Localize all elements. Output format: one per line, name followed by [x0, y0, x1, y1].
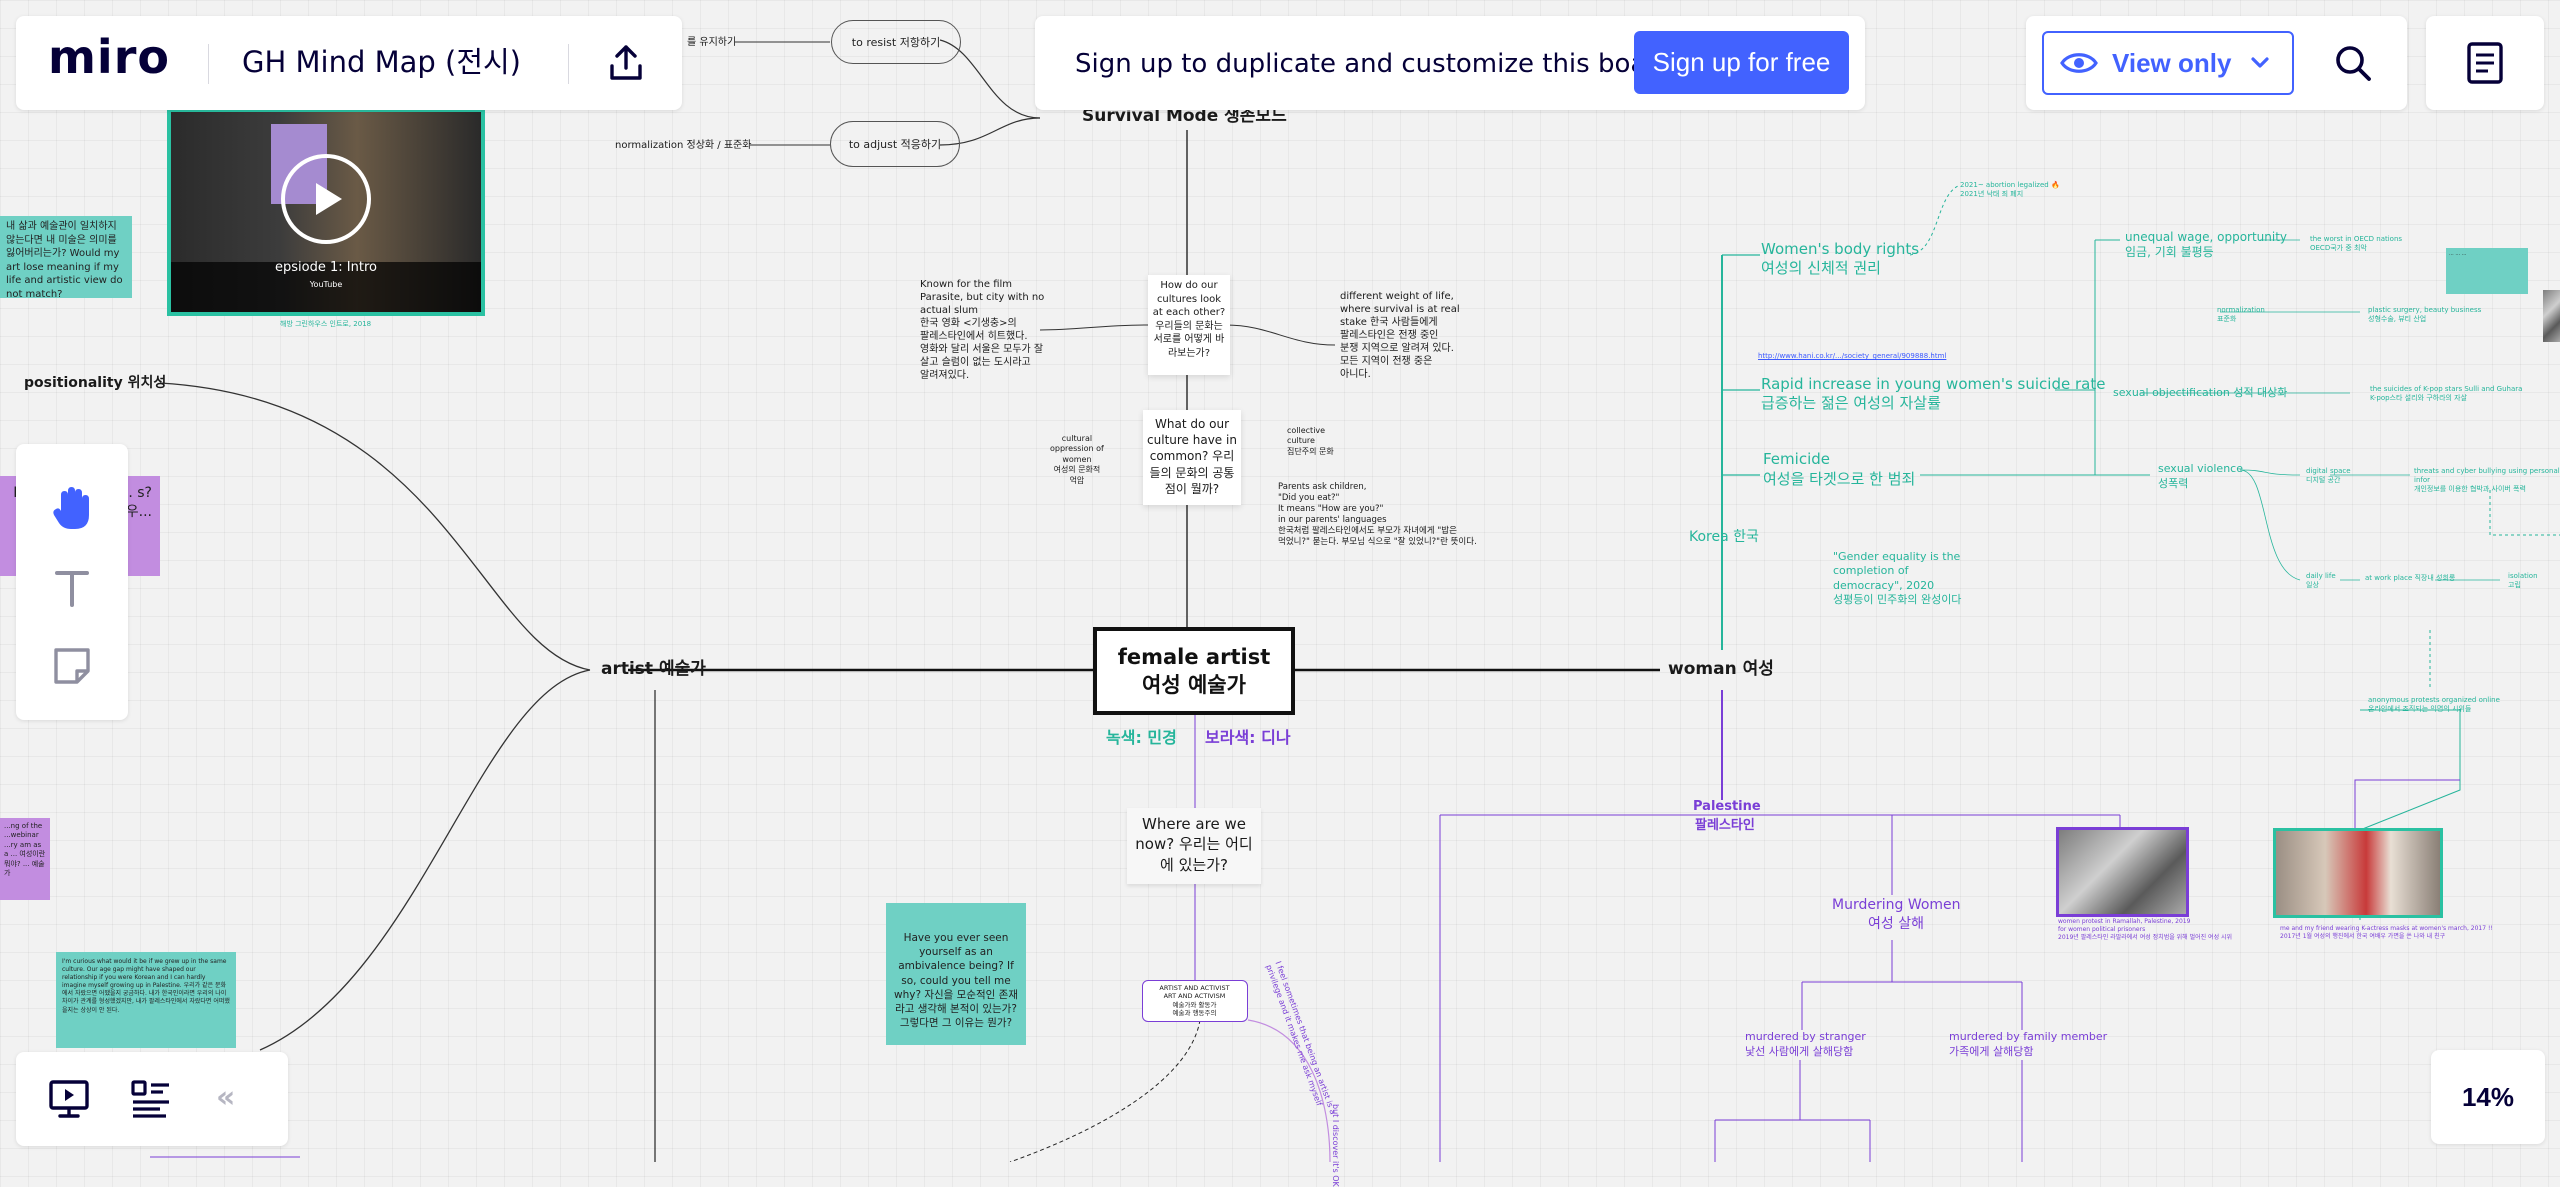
femicide-en: Femicide — [1763, 450, 1830, 468]
woman-node: woman 여성 — [1668, 659, 1774, 679]
board-outline-icon[interactable] — [124, 1072, 178, 1126]
video-title: epsiode 1: Intro — [275, 260, 377, 275]
positionality-node: positionality 위치성 — [24, 375, 167, 391]
notes-icon[interactable] — [2458, 36, 2512, 90]
zoom-panel: 14% — [2431, 1050, 2545, 1144]
left-toolbar — [16, 444, 128, 720]
kpop-text: the suicides of K-pop stars Sulli and Gu… — [2370, 385, 2523, 403]
sticky-note: ...ng of the ...webinar ...ry am as a ..… — [0, 818, 50, 900]
normalization-small: normalization 표준화 — [2217, 306, 2265, 324]
ramallah-caption: women protest in Ramallah, Palestine, 20… — [2058, 918, 2233, 941]
signup-button[interactable]: Sign up for free — [1634, 31, 1849, 94]
resist-pill: to resist 저항하기 — [831, 20, 961, 64]
femicide-ko: 여성을 타겟으로 한 범죄 — [1763, 470, 1916, 488]
play-icon[interactable] — [281, 154, 371, 244]
murdered-family-ko: 가족에게 살해당함 — [1949, 1045, 2034, 1058]
sticky-note: I'm curious what would it be if we grew … — [56, 952, 236, 1048]
murdering-women-ko: 여성 살해 — [1868, 916, 1924, 932]
sticky-note: 내 삶과 예술관이 일치하지 않는다면 내 미술은 의미를 잃어버리는가? Wo… — [0, 216, 132, 300]
korea-node: Korea 한국 — [1689, 529, 1759, 545]
sexual-objectification: sexual objectification 성적 대상화 — [2113, 386, 2288, 399]
anonymous-protests-text: anonymous protests organized online 온라인에… — [2368, 696, 2500, 714]
video-source: YouTube — [309, 280, 343, 289]
zoom-level[interactable]: 14% — [2461, 1081, 2515, 1112]
export-icon[interactable] — [601, 38, 651, 88]
murdered-stranger-ko: 낯선 사람에게 살해당함 — [1745, 1045, 1854, 1058]
rotated-text-b: but I discover it's OK — [1331, 1104, 1340, 1187]
sticky-note-icon[interactable] — [42, 636, 102, 696]
murdering-women-en: Murdering Women — [1832, 897, 1961, 913]
eye-icon — [2060, 53, 2098, 73]
central-node-en: female artist — [1117, 644, 1271, 669]
central-node: female artist 여성 예술가 — [1093, 627, 1295, 715]
miro-logo[interactable]: miro — [48, 30, 170, 84]
suicide-en: Rapid increase in young women's suicide … — [1761, 375, 2106, 393]
threats-text: threats and cyber bullying using persona… — [2414, 467, 2560, 494]
protest-photo — [2056, 827, 2189, 917]
murdered-family-en: murdered by family member — [1949, 1030, 2108, 1043]
legend-green: 녹색: 민경 — [1106, 728, 1177, 747]
parents-text: Parents ask children, "Did you eat?" It … — [1278, 482, 1477, 548]
parasite-text: Known for the film Parasite, but city wi… — [920, 279, 1045, 381]
central-node-ko: 여성 예술가 — [1142, 673, 1246, 697]
bottom-left-controls: « — [16, 1052, 288, 1146]
unequal-wage-en: unequal wage, opportunity — [2125, 230, 2288, 244]
board-notes-panel — [2426, 16, 2544, 110]
weight-of-life-text: different weight of life, where survival… — [1340, 291, 1460, 380]
gender-equality-quote: "Gender equality is the completion of de… — [1833, 550, 1962, 606]
sexual-violence-en: sexual violence — [2158, 462, 2243, 475]
signup-message: Sign up to duplicate and customize this … — [1075, 49, 1682, 79]
abortion-text: 2021~ abortion legalized 🔥 2021년 낙태 죄 폐지 — [1960, 181, 2060, 199]
suicide-ko: 급증하는 젊은 여성의 자살률 — [1761, 394, 1941, 412]
board-header: miro GH Mind Map (전시) — [16, 16, 682, 110]
signup-banner: Sign up to duplicate and customize this … — [1035, 16, 1865, 110]
sticky-note: ... ... ... — [2446, 248, 2528, 294]
text-icon[interactable] — [42, 558, 102, 618]
cultural-oppression-text: cultural oppression of women 여성의 문화적 억압 — [1050, 434, 1104, 485]
oecd-text: the worst in OECD nations OECD국가 중 최악 — [2310, 235, 2403, 253]
murdered-stranger-en: murdered by stranger — [1745, 1030, 1866, 1043]
cultures-look-card: How do our cultures look at each other? … — [1148, 275, 1230, 375]
adjust-pill: to adjust 적응하기 — [830, 121, 960, 167]
where-now-card: Where are we now? 우리는 어디에 있는가? — [1127, 808, 1261, 884]
unequal-wage-ko: 임금, 기회 불평등 — [2125, 245, 2214, 259]
legend-purple: 보라색: 디나 — [1205, 728, 1291, 747]
sexual-violence-ko: 성폭력 — [2158, 477, 2189, 490]
collective-culture-text: collective culture 집단주의 문화 — [1287, 426, 1334, 456]
normalization-label: normalization 정상화 / 표준화 — [615, 140, 752, 151]
photo-thumbnail — [2543, 290, 2560, 342]
survival-mode-node: Survival Mode 생존모드 — [1082, 106, 1287, 126]
body-rights-ko: 여성의 신체적 권리 — [1761, 259, 1881, 277]
collapse-toggle[interactable]: « — [216, 1080, 236, 1115]
board-title[interactable]: GH Mind Map (전시) — [242, 45, 521, 79]
view-only-dropdown[interactable]: View only — [2042, 31, 2294, 95]
view-only-label: View only — [2112, 47, 2232, 78]
rotated-text-a: I feel sometimes that being an artist is… — [1263, 960, 1338, 1116]
artist-node: artist 예술가 — [601, 659, 706, 679]
digital-space-text: digital space 디지털 공간 — [2306, 467, 2351, 485]
workplace-text: at work place 직장내 성희롱 — [2365, 574, 2456, 582]
plastic-surgery-text: plastic surgery, beauty business 성형수술, 뷰… — [2368, 306, 2482, 324]
artist-activist-text: ARTIST AND ACTIVIST ART AND ACTIVISM 예술가… — [1159, 984, 1230, 1018]
hand-icon[interactable] — [42, 478, 102, 538]
sticky-note: Have you ever seen yourself as an ambiva… — [886, 903, 1026, 1045]
march-photo — [2273, 828, 2443, 918]
presentation-icon[interactable] — [42, 1072, 96, 1126]
keep-label: 를 유지하기 — [687, 37, 737, 48]
news-link[interactable]: http://www.hani.co.kr/.../society_genera… — [1758, 352, 1947, 360]
video-embed[interactable]: epsiode 1: Intro YouTube — [167, 108, 485, 316]
isolation-text: isolation 고립 — [2508, 572, 2538, 590]
video-caption: 해방 그린하우스 인트로, 2018 — [280, 320, 372, 328]
womens-march-caption: me and my friend wearing K-actress masks… — [2280, 925, 2493, 940]
palestine-node-ko: 팔레스타인 — [1695, 818, 1755, 833]
search-icon[interactable] — [2326, 36, 2380, 90]
daily-life-text: daily life 일상 — [2306, 572, 2336, 590]
palestine-node-en: Palestine — [1693, 799, 1761, 814]
culture-common-card: What do our culture have in common? 우리들의… — [1143, 410, 1241, 505]
body-rights-en: Women's body rights — [1761, 240, 1920, 258]
artist-activist-box: ARTIST AND ACTIVIST ART AND ACTIVISM 예술가… — [1142, 980, 1248, 1022]
chevron-down-icon — [2251, 57, 2270, 68]
view-controls: View only — [2026, 16, 2407, 110]
